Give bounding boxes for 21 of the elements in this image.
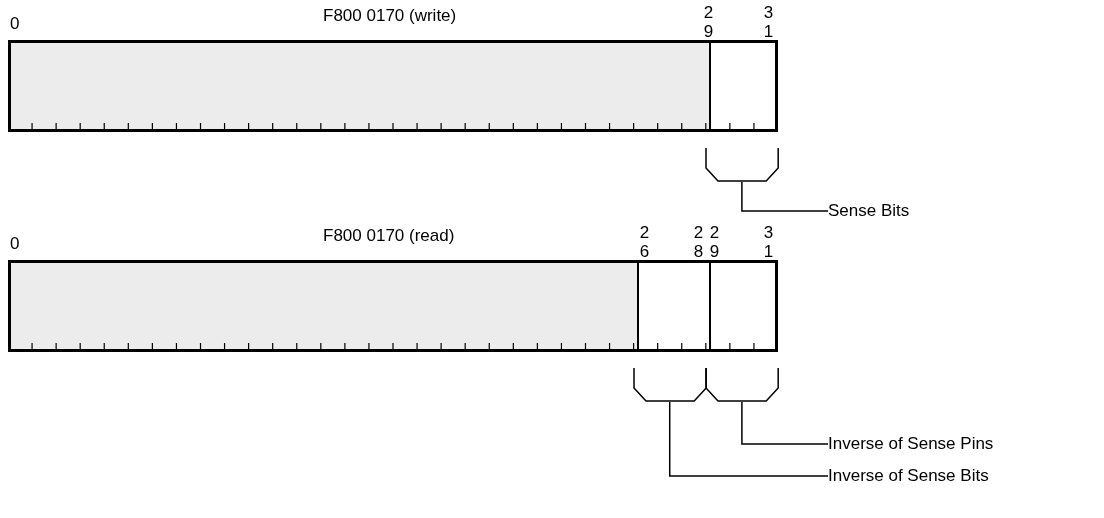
- bit-number: 26: [638, 224, 651, 262]
- bit-number: 31: [762, 4, 775, 42]
- bit-number: 0: [10, 14, 20, 34]
- bit-number: 31: [762, 224, 775, 262]
- bracket: [704, 148, 779, 182]
- bit-field: [11, 43, 709, 129]
- bit-number: 29: [708, 224, 721, 262]
- register-title: F800 0170 (read): [323, 226, 455, 246]
- bit-number: 29: [702, 4, 715, 42]
- bit-number: 0: [10, 234, 20, 254]
- bracket: [632, 368, 707, 402]
- field-description: Inverse of Sense Bits: [828, 466, 989, 486]
- leader-line: [668, 401, 829, 477]
- leader-line: [741, 401, 829, 445]
- bracket: [704, 368, 779, 402]
- bit-field: [11, 263, 637, 349]
- register-title: F800 0170 (write): [323, 6, 457, 26]
- leader-line: [741, 181, 829, 212]
- field-description: Sense Bits: [828, 201, 910, 221]
- field-description: Inverse of Sense Pins: [828, 434, 994, 454]
- bit-number: 28: [692, 224, 705, 262]
